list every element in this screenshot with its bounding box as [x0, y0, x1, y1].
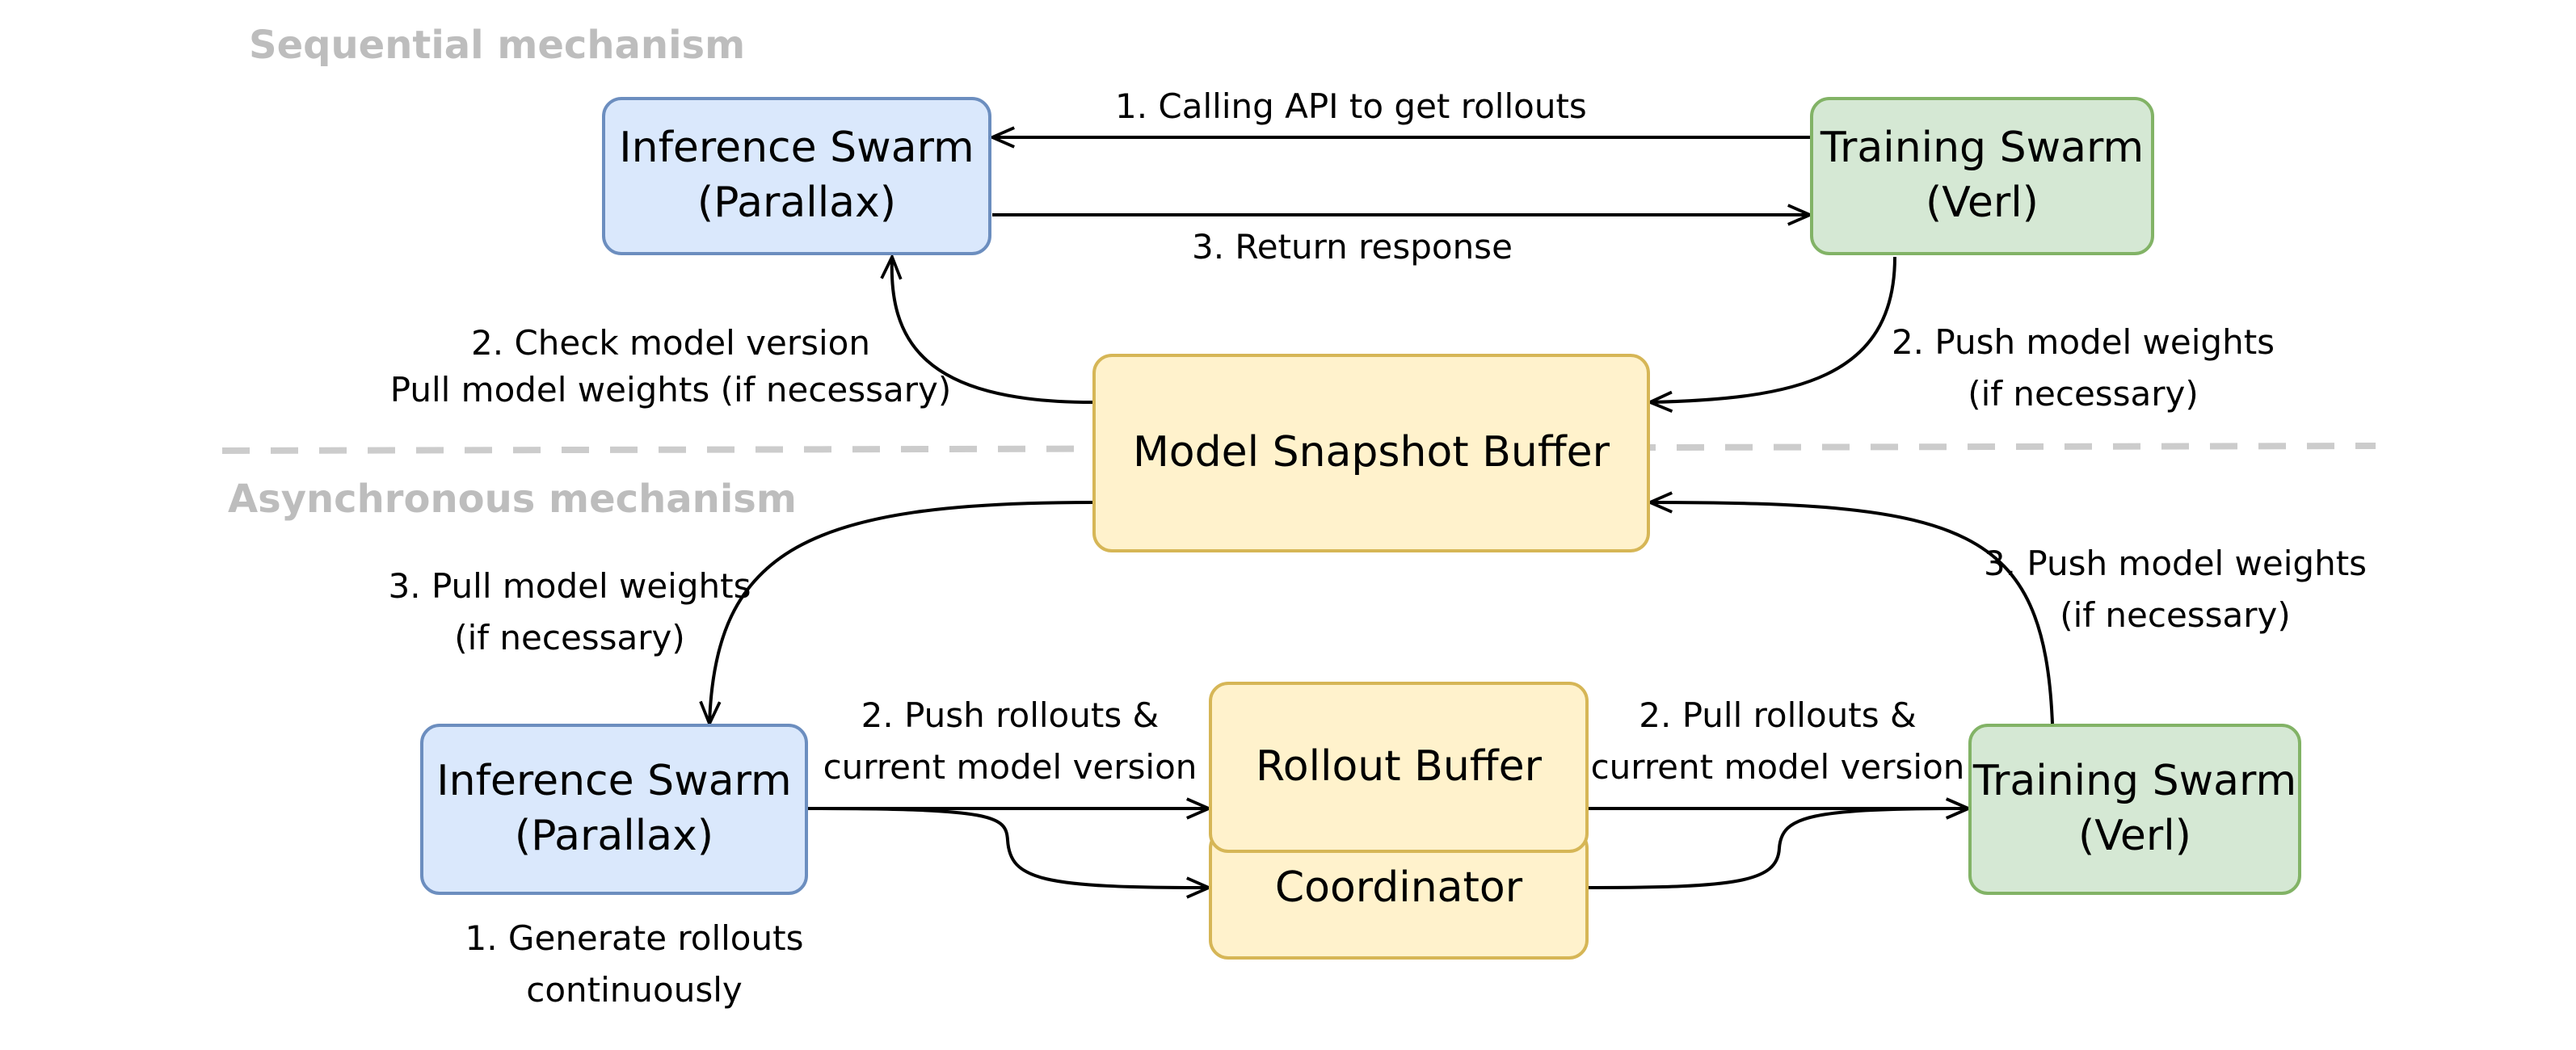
label-check-version-line1: 2. Check model version — [471, 323, 870, 363]
arrow-push-weights-seq — [1650, 256, 1896, 402]
label-push-weights-async-line1: 3. Push model weights — [1983, 544, 2368, 583]
label-pull-weights-async: 3. Pull model weights (if necessary) — [364, 561, 776, 664]
label-push-rollouts-line2: current model version — [823, 747, 1198, 787]
model-snapshot-buffer-box: Model Snapshot Buffer — [1092, 354, 1650, 552]
label-push-weights-seq-line2: (if necessary) — [1968, 374, 2199, 414]
label-generate-rollouts-line2: continuously — [526, 970, 743, 1010]
inference-swarm-title: Inference Swarm — [619, 124, 974, 173]
arrow-to-coordinator — [807, 807, 1209, 888]
label-generate-rollouts-line1: 1. Generate rollouts — [465, 918, 804, 958]
section-title-asynchronous: Asynchronous mechanism — [228, 477, 797, 522]
label-pull-weights-async-line2: (if necessary) — [454, 618, 685, 657]
label-generate-rollouts: 1. Generate rollouts continuously — [436, 913, 832, 1016]
training-swarm-title: Training Swarm — [1820, 124, 2145, 173]
inference-swarm-async-subtitle: (Parallax) — [514, 812, 714, 860]
label-pull-rollouts-line1: 2. Pull rollouts & — [1639, 695, 1917, 735]
label-pull-weights-async-line1: 3. Pull model weights — [388, 566, 751, 606]
inference-swarm-subtitle: (Parallax) — [697, 178, 897, 227]
rollout-buffer-box: Rollout Buffer — [1209, 682, 1589, 853]
inference-swarm-box-async: Inference Swarm (Parallax) — [420, 724, 808, 895]
label-pull-rollouts-line2: current model version — [1590, 747, 1965, 787]
coordinator-label: Coordinator — [1274, 863, 1523, 913]
label-push-weights-seq: 2. Push model weights (if necessary) — [1873, 317, 2293, 420]
inference-swarm-box-seq: Inference Swarm (Parallax) — [602, 97, 991, 255]
rollout-buffer-label: Rollout Buffer — [1255, 742, 1543, 792]
label-calling-api: 1. Calling API to get rollouts — [1115, 86, 1587, 126]
training-swarm-async-title: Training Swarm — [1972, 757, 2297, 806]
training-swarm-box-async: Training Swarm (Verl) — [1968, 724, 2301, 895]
label-pull-rollouts: 2. Pull rollouts & current model version — [1576, 690, 1980, 793]
arrow-from-coordinator — [1588, 808, 1968, 889]
label-push-weights-seq-line1: 2. Push model weights — [1891, 322, 2275, 362]
arrow-check-version — [892, 257, 1093, 404]
label-check-version-line2: Pull model weights (if necessary) — [389, 370, 952, 410]
model-snapshot-buffer-label: Model Snapshot Buffer — [1132, 428, 1610, 477]
arrow-push-weights-async — [1650, 502, 2054, 724]
inference-swarm-async-title: Inference Swarm — [436, 757, 792, 806]
arrow-pull-weights-async — [709, 501, 1093, 724]
label-push-rollouts-line1: 2. Push rollouts & — [861, 695, 1160, 735]
training-swarm-async-subtitle: (Verl) — [2078, 812, 2191, 860]
label-check-version: 2. Check model version Pull model weight… — [380, 320, 962, 414]
label-push-weights-async: 3. Push model weights (if necessary) — [1965, 538, 2385, 641]
label-push-weights-async-line2: (if necessary) — [2060, 595, 2291, 635]
label-push-rollouts: 2. Push rollouts & current model version — [808, 690, 1212, 793]
label-return-response: 3. Return response — [1192, 227, 1513, 267]
training-swarm-box-seq: Training Swarm (Verl) — [1810, 97, 2154, 255]
training-swarm-subtitle: (Verl) — [1926, 178, 2039, 227]
section-title-sequential: Sequential mechanism — [249, 23, 746, 68]
